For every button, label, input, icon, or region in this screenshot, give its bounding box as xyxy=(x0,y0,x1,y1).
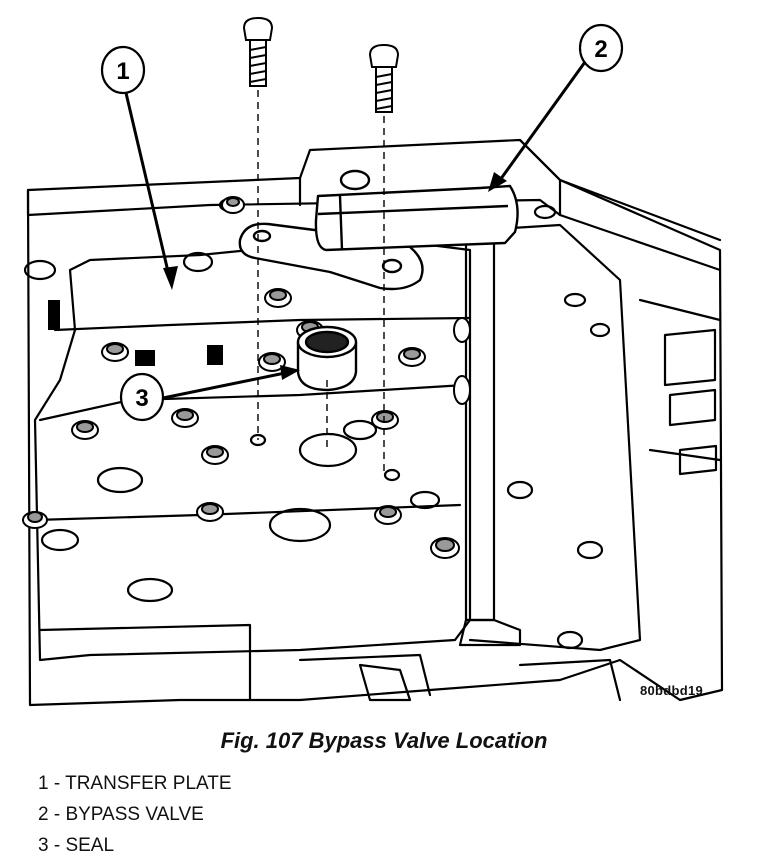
bolt-head xyxy=(453,375,471,405)
bolt-head xyxy=(71,420,99,440)
bolt-head xyxy=(22,511,48,529)
bolt-head xyxy=(374,505,402,525)
bolt-head xyxy=(398,347,426,367)
legend-item-bypass-valve: 2 - BYPASS VALVE xyxy=(38,804,204,825)
legend-item-transfer-plate: 1 - TRANSFER PLATE xyxy=(38,773,232,794)
bolt-head xyxy=(201,445,229,465)
callout-1: 1 xyxy=(100,45,178,290)
mounting-bolt-left xyxy=(242,16,274,87)
legend: 1 - TRANSFER PLATE 2 - BYPASS VALVE 3 - … xyxy=(38,768,232,861)
bolt-head xyxy=(371,410,399,430)
bypass-valve-illustration: 1 2 3 xyxy=(22,16,724,707)
bolt-head xyxy=(221,196,245,214)
bolt-head xyxy=(430,537,460,559)
svg-text:3: 3 xyxy=(135,385,148,412)
bypass-valve-body xyxy=(314,184,519,252)
callout-2: 2 xyxy=(488,23,624,192)
bolt-head xyxy=(264,288,292,308)
bolt-head xyxy=(171,408,199,428)
transfer-plate-outline xyxy=(33,243,472,662)
figure-code: 80bdbd19 xyxy=(640,683,704,698)
figure-caption: Fig. 107 Bypass Valve Location xyxy=(220,728,548,753)
mounting-bolt-right xyxy=(368,43,400,113)
svg-text:2: 2 xyxy=(594,36,607,63)
valve-body-outline xyxy=(26,138,724,707)
svg-text:1: 1 xyxy=(116,58,129,85)
legend-item-seal: 3 - SEAL xyxy=(38,835,115,856)
bolt-head xyxy=(258,352,286,372)
bolt-head xyxy=(453,317,471,343)
callout-3: 3 xyxy=(119,365,300,422)
bolt-head xyxy=(101,342,129,362)
bolt-head xyxy=(196,502,224,522)
